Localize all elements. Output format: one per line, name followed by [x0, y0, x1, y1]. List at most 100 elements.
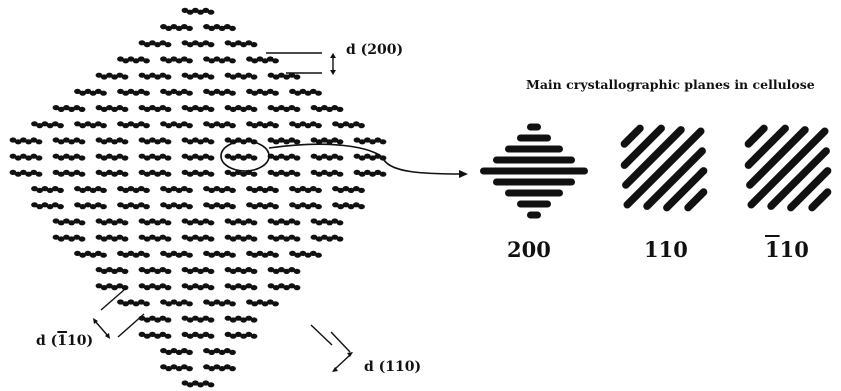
chain-unit	[100, 90, 107, 96]
chain-segment	[117, 250, 150, 258]
chain-unit	[181, 40, 189, 46]
chain-unit	[267, 234, 275, 240]
chain-unit	[315, 155, 323, 161]
chain-unit	[272, 220, 280, 226]
chain-unit	[288, 137, 296, 143]
chain-unit	[192, 267, 199, 273]
chain-unit	[31, 202, 38, 208]
chain-unit	[9, 153, 17, 159]
chain-unit	[266, 202, 274, 208]
chain-unit	[181, 7, 189, 13]
chain-unit	[197, 268, 205, 274]
chain-unit	[46, 204, 54, 210]
chain-segment	[289, 186, 322, 193]
chain-unit	[213, 299, 221, 305]
chain-segment	[52, 218, 86, 226]
chain-unit	[122, 187, 130, 193]
chain-unit	[138, 105, 146, 111]
chain-unit	[218, 58, 226, 64]
chain-unit	[143, 220, 151, 226]
chain-unit	[175, 123, 183, 129]
chain-unit	[100, 171, 108, 177]
chain-unit	[181, 169, 189, 175]
plane-label-200: 200	[507, 237, 551, 262]
chain-unit	[261, 301, 269, 307]
plane-chain-bar	[517, 200, 551, 208]
chain-segment	[289, 250, 322, 258]
chain-unit	[207, 382, 215, 388]
plane-chain-bar	[623, 127, 705, 209]
chain-unit	[79, 187, 87, 193]
chain-unit	[315, 139, 323, 145]
chain-unit	[94, 121, 102, 127]
chain-unit	[181, 218, 189, 224]
chain-unit	[197, 74, 205, 80]
chain-unit	[246, 299, 253, 305]
chain-unit	[138, 234, 146, 240]
chain-unit	[63, 169, 70, 175]
chain-unit	[229, 268, 237, 274]
chain-unit	[46, 123, 54, 129]
chain-unit	[203, 202, 210, 208]
chain-unit	[261, 252, 269, 258]
chain-unit	[224, 218, 232, 224]
chain-segment	[138, 331, 172, 339]
chain-unit	[240, 42, 248, 48]
chain-segment	[31, 202, 64, 210]
chain-unit	[137, 186, 145, 192]
chain-unit	[294, 187, 302, 193]
chain-unit	[240, 268, 248, 274]
chain-unit	[180, 364, 188, 370]
chain-unit	[203, 250, 210, 256]
chain-segment	[181, 267, 215, 274]
chain-unit	[379, 171, 387, 177]
chain-unit	[181, 234, 189, 240]
chain-unit	[246, 88, 253, 94]
chain-unit	[154, 285, 162, 291]
chain-segment	[117, 88, 150, 96]
chain-unit	[14, 139, 22, 145]
chain-segment	[224, 218, 258, 226]
chain-unit	[208, 25, 216, 31]
chain-unit	[293, 268, 301, 274]
plane-chain-bar	[517, 134, 551, 142]
chain-unit	[106, 105, 113, 111]
chain-unit	[121, 139, 129, 145]
chain-unit	[208, 204, 216, 210]
chain-unit	[111, 268, 118, 274]
chain-segment	[181, 315, 215, 323]
chain-segment	[289, 121, 322, 129]
chain-unit	[181, 315, 189, 321]
chain-unit	[342, 121, 350, 127]
chain-segment	[181, 380, 215, 388]
chain-unit	[175, 252, 183, 258]
chain-unit	[310, 169, 318, 175]
chain-segment	[267, 72, 301, 80]
chain-unit	[127, 250, 135, 256]
chain-unit	[266, 299, 274, 305]
chain-unit	[154, 236, 162, 242]
cellulose-chain-lattice	[9, 7, 387, 388]
chain-unit	[95, 105, 103, 111]
chain-unit	[208, 90, 216, 96]
chain-unit	[229, 106, 237, 112]
chain-segment	[95, 153, 129, 161]
chain-segment	[138, 72, 172, 80]
chain-unit	[164, 171, 172, 177]
chain-unit	[299, 121, 307, 127]
chain-unit	[272, 204, 279, 210]
chain-unit	[111, 155, 118, 161]
chain-unit	[57, 139, 65, 145]
chain-unit	[207, 139, 215, 145]
chain-unit	[192, 7, 199, 13]
chain-segment	[95, 234, 129, 242]
chain-unit	[250, 220, 258, 226]
chain-segment	[332, 186, 365, 193]
chain-unit	[164, 317, 172, 323]
chain-unit	[73, 169, 81, 175]
chain-unit	[207, 236, 215, 242]
chain-segment	[117, 56, 150, 64]
chain-segment	[203, 299, 236, 307]
chain-unit	[186, 366, 193, 372]
chain-segment	[246, 299, 279, 307]
